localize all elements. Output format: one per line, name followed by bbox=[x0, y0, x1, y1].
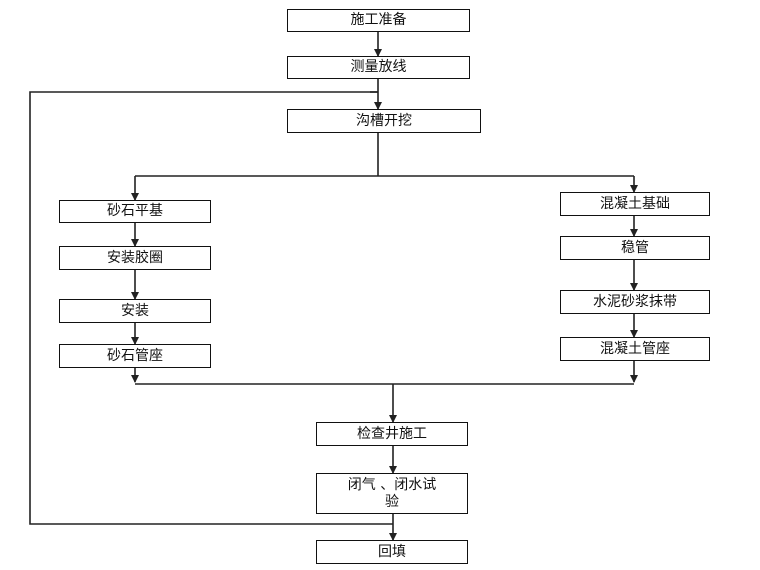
step-backfill-label: 回填 bbox=[378, 543, 406, 560]
step-concrete-base-box: 混凝土基础 bbox=[560, 192, 710, 216]
step-test-label-line1: 闭气 、闭水试 bbox=[347, 476, 437, 493]
step-rubber-ring-box: 安装胶圈 bbox=[59, 246, 211, 270]
step-install-box: 安装 bbox=[59, 299, 211, 323]
step-prep-label: 施工准备 bbox=[350, 12, 407, 28]
step-gravel-base-label: 砂石平基 bbox=[107, 203, 163, 219]
step-mortar-band-label: 水泥砂浆抹带 bbox=[593, 293, 677, 310]
loopback-connector bbox=[29, 91, 393, 525]
step-concrete-base-label: 混凝土基础 bbox=[600, 195, 670, 212]
step-trench-box: 沟槽开挖 bbox=[287, 109, 481, 133]
step-test-label-line2: 验 bbox=[385, 493, 399, 510]
step-trench-label: 沟槽开挖 bbox=[356, 112, 412, 129]
step-gravel-base-box: 砂石平基 bbox=[59, 200, 211, 223]
step-concrete-seat-box: 混凝土管座 bbox=[560, 337, 710, 361]
step-survey-box: 测量放线 bbox=[287, 56, 470, 79]
step-prep-box: 施工准备 bbox=[287, 9, 470, 32]
step-mortar-band-box: 水泥砂浆抹带 bbox=[560, 290, 710, 314]
step-gravel-seat-box: 砂石管座 bbox=[59, 344, 211, 368]
step-stabilize-label: 稳管 bbox=[621, 239, 649, 256]
step-stabilize-box: 稳管 bbox=[560, 236, 710, 260]
step-manhole-label: 检查井施工 bbox=[357, 425, 427, 442]
step-concrete-seat-label: 混凝土管座 bbox=[600, 340, 670, 357]
step-backfill-box: 回填 bbox=[316, 540, 468, 564]
step-gravel-seat-label: 砂石管座 bbox=[107, 347, 163, 364]
step-test-box: 闭气 、闭水试 验 bbox=[316, 473, 468, 514]
step-manhole-box: 检查井施工 bbox=[316, 422, 468, 446]
step-install-label: 安装 bbox=[121, 302, 149, 319]
step-survey-label: 测量放线 bbox=[350, 59, 407, 75]
step-rubber-ring-label: 安装胶圈 bbox=[107, 249, 163, 266]
